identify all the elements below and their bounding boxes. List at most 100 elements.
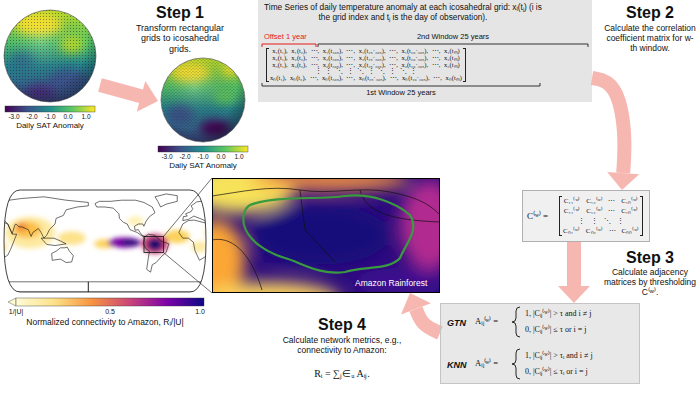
tick-label: 1.0 — [190, 308, 210, 316]
colorbar — [8, 298, 16, 306]
step-heading: Step 4 — [297, 316, 387, 334]
globe-rectangular-grid — [4, 10, 96, 102]
window-bracket — [262, 83, 540, 86]
tick-label: 0.0 — [210, 153, 232, 160]
arrow-head — [401, 293, 431, 315]
amazon-inset-map — [212, 178, 440, 293]
tick-label: 1.0 — [228, 153, 250, 160]
tick-label: -1.0 — [192, 153, 214, 160]
matrix-bracket: C₁₁⁽ʷ⁾ C₁₂⁽ʷ⁾ ⋯ C₁ₙ⁽ʷ⁾C₁₁⁽ʷ⁾ C₁₂⁽ʷ⁾ ⋯ C₁… — [559, 196, 643, 236]
amazon-inset-map — [212, 188, 440, 290]
matrix-row: x₂(t₁), x₂(t₂), ⋯, x₂(t₃₆₅), ⋯, x₂(t₂₅·₃… — [270, 55, 462, 62]
window-bracket — [262, 44, 588, 86]
offset-label: Offset 1 year — [264, 33, 307, 42]
step-arrow — [137, 81, 158, 112]
tick-label: -2.0 — [174, 153, 196, 160]
amazon-inset-map — [360, 190, 440, 222]
matrix-row: C₁₁⁽ʷ⁾ C₁₂⁽ʷ⁾ ⋯ C₁ₙ⁽ʷ⁾ — [563, 206, 639, 216]
amazon-inset-map — [300, 190, 335, 262]
matrix-bracket: x₁(t₁), x₁(t₂), ⋯, x₁(t₃₆₅), ⋯, x₁(t₂₅·₃… — [266, 48, 466, 82]
amazon-inset-map — [212, 178, 440, 293]
step-arrow — [100, 81, 158, 112]
amazon-inset-map — [250, 205, 390, 265]
globe-rectangular-grid — [4, 10, 96, 102]
amazon-inset-map — [212, 220, 245, 293]
globe-rectangular-grid — [4, 10, 96, 102]
tick-label: 0.0 — [57, 113, 79, 120]
region-label: Amazon Rainforest — [355, 279, 427, 289]
colorbar — [5, 106, 95, 112]
world-map — [4, 190, 206, 292]
description: Time Series of daily temperature anomaly… — [258, 3, 548, 22]
arrow-shaft — [567, 242, 581, 286]
formula-case: 0, |Cᵢⱼ⁽ʷ⁾| ≤ τᵢ or i = j — [525, 367, 588, 376]
brace — [512, 307, 520, 337]
window-bracket — [262, 44, 316, 47]
window-label: 1st Window 25 years — [316, 89, 486, 98]
zoom-leader — [164, 178, 213, 293]
tick-label: 1.0 — [75, 113, 97, 120]
amazon-inset-map — [185, 163, 460, 318]
colorbar — [16, 298, 204, 306]
matrix-row: Cₙ₁⁽ʷ⁾ Cₙ₂⁽ʷ⁾ ⋯ Cₙₙ⁽ʷ⁾ — [563, 226, 639, 236]
adjacency-box: GTNAᵢⱼ⁽ʷ⁾ =1, |Cᵢⱼ⁽ʷ⁾| > τ and i ≠ j0, |… — [440, 303, 640, 384]
world-map — [0, 194, 88, 292]
matrix-symbol: C⁽ʷ⁾ = — [527, 211, 548, 221]
correlation-matrix-box: C₁₁⁽ʷ⁾ C₁₂⁽ʷ⁾ ⋯ C₁ₙ⁽ʷ⁾C₁₁⁽ʷ⁾ C₁₂⁽ʷ⁾ ⋯ C₁… — [522, 190, 650, 242]
colorbar-title: Daily SAT Anomaly — [2, 121, 98, 130]
globe-rectangular-grid — [4, 10, 96, 102]
brace — [512, 349, 520, 379]
globe-icosahedral-grid — [161, 58, 245, 142]
matrix-row: x₁(t₁), x₁(t₂), ⋯, x₁(t₃₆₅), ⋯, x₁(t₂₅·₃… — [270, 48, 462, 55]
tick-label: -3.0 — [3, 113, 25, 120]
amazon-inset-map — [212, 282, 340, 293]
world-map — [144, 237, 164, 253]
globe-icosahedral-grid — [161, 58, 245, 142]
tick-label: 1/|U| — [3, 308, 29, 316]
step-text: Transform rectangular grids to icosahedr… — [130, 23, 230, 54]
formula-case: 1, |Cᵢⱼ⁽ʷ⁾| > τᵢ and i ≠ j — [525, 351, 593, 360]
box-fill — [522, 190, 650, 242]
window-bracket — [318, 44, 588, 47]
arrow-head — [607, 172, 639, 190]
globe-icosahedral-grid — [161, 58, 245, 142]
box-fill — [440, 303, 640, 384]
amazon-inset-map — [212, 239, 262, 290]
matrix-row: ⋮ ⋮ ⋱ ⋮ ⋱ ⋮ ⋱ ⋮ ⋱ ⋮ — [270, 68, 462, 75]
colorbar — [5, 106, 95, 112]
time-series-box: x₁(t₁), x₁(t₂), ⋯, x₁(t₃₆₅), ⋯, x₁(t₂₅·₃… — [258, 0, 592, 102]
matrix-row: ⋮ ⋮ ⋱ ⋮ — [563, 216, 639, 226]
flow-arrow — [401, 293, 440, 333]
matrix-row: x₃(t₁), x₃(t₂), ⋯, x₃(t₃₆₅), ⋯, x₃(t₂₅·₃… — [270, 62, 462, 69]
step-arrow — [100, 85, 142, 97]
flow-arrow — [558, 242, 590, 303]
formula-case: 1, |Cᵢⱼ⁽ʷ⁾| > τ and i ≠ j — [525, 309, 591, 318]
tick-label: -3.0 — [156, 153, 178, 160]
box-fill — [258, 0, 592, 102]
colorbar — [158, 146, 248, 152]
amazon-inset-map — [243, 195, 413, 272]
matrix-row: xₙ(t₁), xₙ(t₂), ⋯, xₙ(t₃₆₅), ⋯, xₙ(t₂₅·₃… — [270, 75, 462, 82]
step-text: Calculate adjacency matrices by threshol… — [603, 268, 697, 297]
network-name: GTN — [447, 318, 466, 328]
formula-case: 0, |Cᵢⱼ⁽ʷ⁾| ≤ τ or i = j — [525, 325, 587, 334]
amazon-inset-map — [400, 180, 440, 270]
tick-label: 0.5 — [100, 308, 120, 316]
zoom-leader — [164, 253, 213, 294]
arrow-shaft — [416, 309, 440, 333]
tick-label: -1.0 — [39, 113, 61, 120]
step-text: Calculate network metrics, e.g., connect… — [281, 336, 403, 356]
globe-icosahedral-grid — [161, 58, 245, 142]
amazon-inset-box: Amazon Rainforest — [212, 178, 440, 293]
network-name: KNN — [447, 360, 467, 370]
globe-rectangular-grid — [4, 10, 96, 102]
colorbar-title: Normalized connectivity to Amazon, Rᵢ/|U… — [5, 318, 205, 328]
step-heading: Step 1 — [135, 4, 225, 22]
flow-arrow — [592, 78, 639, 190]
globe-icosahedral-grid — [161, 58, 245, 142]
globe-rectangular-grid — [4, 10, 96, 102]
zoom-leader — [164, 178, 213, 237]
window-label: 2nd Window 25 years — [383, 33, 523, 42]
arrow-shaft — [592, 78, 624, 173]
